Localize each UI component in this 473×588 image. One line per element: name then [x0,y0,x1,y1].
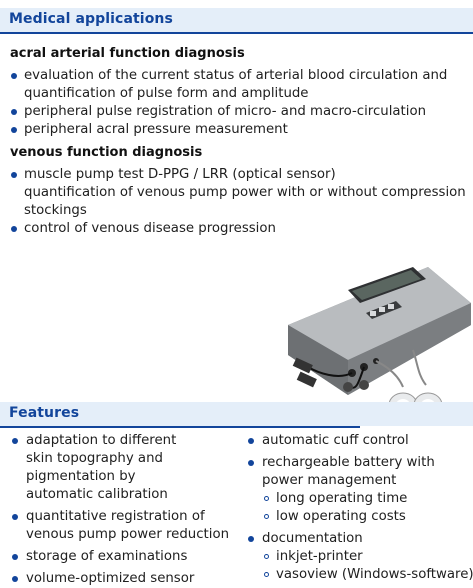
list-item-line: automatic calibration [26,487,168,502]
list-item-line: rechargeable battery with [262,455,435,470]
list-item-line: quantification of venous pump power with… [24,185,466,200]
bullet-dot [12,554,18,560]
list-item-line: storage of examinations [26,549,188,564]
sub-bullet-ring [264,496,269,501]
list-item-line: power management [262,473,397,488]
bullet-dot [12,576,18,582]
sub-list-item: long operating time [276,491,408,506]
list-item-line: peripheral pulse registration of micro- … [24,104,427,119]
bullet-dot [11,73,17,79]
list-item-line: quantitative registration of [26,509,205,524]
bullet-dot [11,127,17,133]
bullet-dot [248,536,254,542]
list-item-line: adaptation to different [26,433,177,448]
list-item-line: automatic cuff control [262,433,409,448]
sub-list-item: vasoview (Windows-software) [276,567,473,582]
sub-bullet-ring [264,514,269,519]
list-item-line: venous pump power reduction [26,527,230,542]
list-item-line: evaluation of the current status of arte… [24,68,448,83]
bullet-dot [248,438,254,444]
list-item-line: volume-optimized sensor [26,571,195,586]
medical-applications-header: Medical applications [0,8,473,34]
heading-acral: acral arterial function diagnosis [10,46,245,61]
header-underline [0,32,473,34]
bullet-dot [11,109,17,115]
sub-bullet-ring [264,554,269,559]
sub-list-item: inkjet-printer [276,549,363,564]
list-item-line: stockings [24,203,87,218]
list-item-line: control of venous disease progression [24,221,276,236]
list-item-line: pigmentation by [26,469,136,484]
bullet-dot [12,514,18,520]
bullet-dot [248,460,254,466]
heading-venous: venous function diagnosis [10,145,203,160]
section-title-features: Features [9,405,80,421]
list-item-line: peripheral acral pressure measurement [24,122,288,137]
bullet-dot [11,226,17,232]
features-underline [0,426,360,428]
bullet-dot [11,172,17,178]
list-item-line: muscle pump test D-PPG / LRR (optical se… [24,167,336,182]
features-header: Features [0,402,473,428]
sub-bullet-ring [264,572,269,577]
list-item-line: documentation [262,531,363,546]
bullet-dot [12,438,18,444]
section-title-medical: Medical applications [9,11,173,27]
list-item-line: quantification of pulse form and amplitu… [24,86,309,101]
list-item-line: skin topography and [26,451,163,466]
sub-list-item: low operating costs [276,509,406,524]
